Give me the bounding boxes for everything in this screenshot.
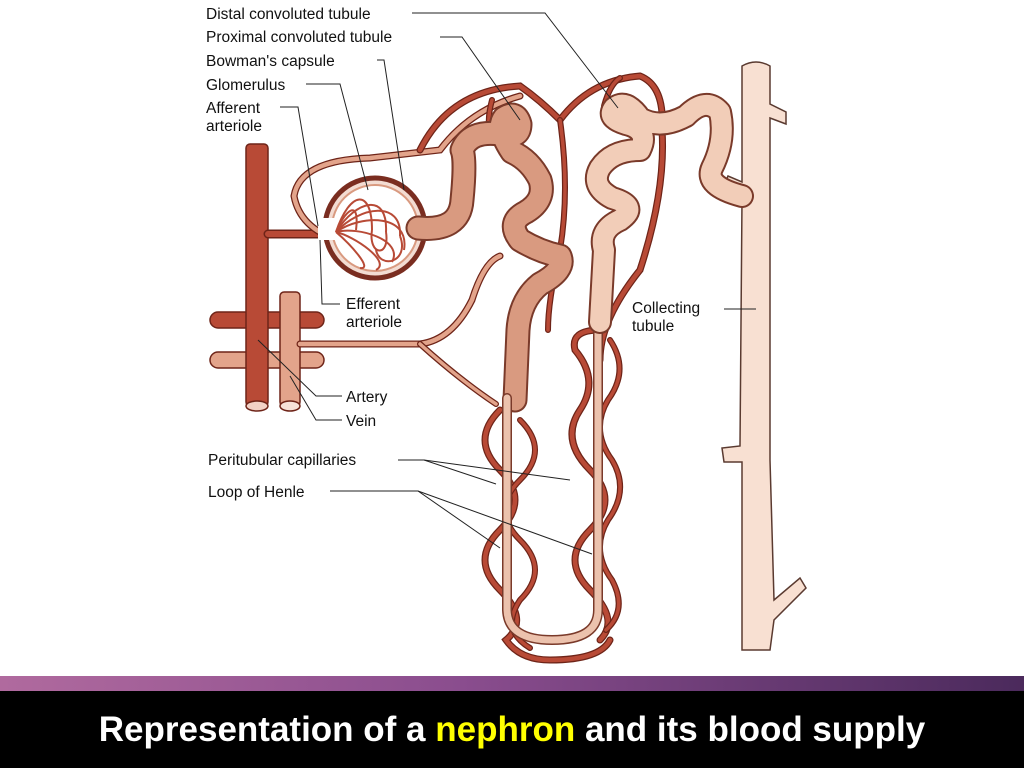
caption-bar: Representation of a nephron and its bloo… xyxy=(0,691,1024,768)
label-afferent-line1: Afferent xyxy=(206,100,261,117)
proximal-tubule xyxy=(405,102,574,413)
label-peritubular-capillaries: Peritubular capillaries xyxy=(208,452,356,469)
venous-vessels xyxy=(290,92,524,407)
artery-vein-group xyxy=(209,143,325,412)
label-efferent-line1: Efferent xyxy=(346,296,401,313)
caption-before: Representation of a xyxy=(98,709,436,749)
label-glomerulus: Glomerulus xyxy=(206,77,285,94)
nephron-diagram: Distal convoluted tubule Proximal convol… xyxy=(206,6,807,664)
label-artery: Artery xyxy=(346,389,388,406)
caption-after: and its blood supply xyxy=(575,709,926,749)
leader-lines xyxy=(257,12,756,555)
glomerulus xyxy=(335,198,406,271)
distal-tubule xyxy=(585,92,754,334)
loop-of-henle xyxy=(502,315,603,645)
label-bowmans-capsule: Bowman's capsule xyxy=(206,53,335,70)
gradient-divider xyxy=(0,676,1024,691)
label-afferent-line2: arteriole xyxy=(206,118,262,135)
label-collecting-line2: tubule xyxy=(632,318,674,335)
label-distal-tubule: Distal convoluted tubule xyxy=(206,6,371,23)
label-loop-of-henle: Loop of Henle xyxy=(208,484,305,501)
collecting-tubule xyxy=(721,61,807,651)
caption-highlight: nephron xyxy=(435,709,576,749)
label-vein: Vein xyxy=(346,413,376,430)
label-proximal-tubule: Proximal convoluted tubule xyxy=(206,29,392,46)
label-collecting-line1: Collecting xyxy=(632,300,700,317)
label-efferent-line2: arteriole xyxy=(346,314,402,331)
diagram-labels: Distal convoluted tubule Proximal convol… xyxy=(206,6,700,501)
